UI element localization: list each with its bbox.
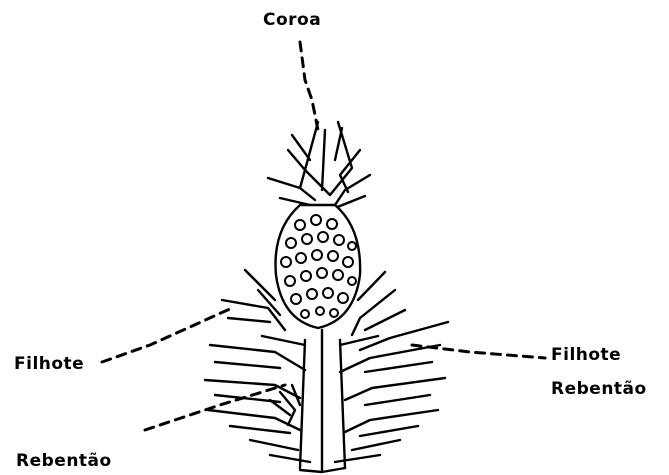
label-rebentao-right: Rebentão [551,379,647,399]
crown [268,122,370,208]
filhote-left-leader [102,308,232,362]
label-coroa: Coroa [263,10,321,30]
label-rebentao-bottom: Rebentão [16,451,112,471]
coroa-leader [300,42,318,130]
fruit-body [276,205,361,328]
label-filhote-right: Filhote [551,345,621,365]
rebentao-bottom-leader [145,385,285,430]
label-filhote-left: Filhote [14,354,84,374]
plant-leaves [205,330,445,472]
